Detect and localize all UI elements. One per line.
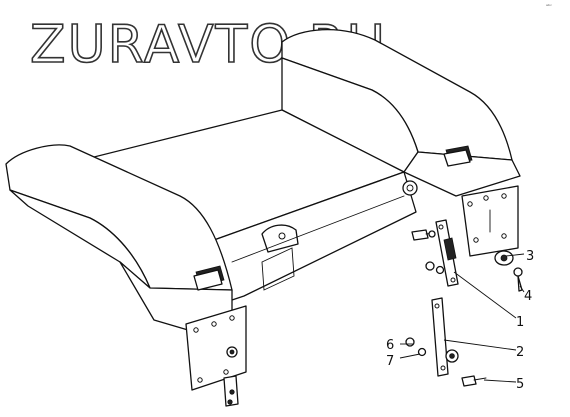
right-mounting-plate: [461, 185, 519, 257]
callout-2: 2: [516, 345, 524, 360]
washer-7: [417, 347, 427, 357]
bushing: [494, 250, 514, 266]
right-mudguard: [281, 28, 521, 197]
screw-4: [513, 267, 523, 292]
nut-washer-upper: [425, 261, 445, 275]
upper-bracket: [435, 219, 459, 287]
left-mounting-plate: [185, 305, 247, 407]
leader-lines: [399, 253, 525, 383]
bracket-bolt-upper: [411, 229, 436, 241]
callout-7: 7: [386, 354, 394, 369]
lower-bracket: [431, 297, 459, 377]
callout-5: 5: [516, 377, 524, 392]
callout-1: 1: [516, 315, 524, 330]
bolt-5: [461, 375, 487, 387]
corner-mark: ᵃᵇᶜ: [546, 4, 552, 10]
left-mudguard: [5, 144, 233, 331]
callout-4: 4: [524, 289, 532, 304]
callout-6: 6: [386, 338, 394, 353]
nut-6: [405, 337, 415, 347]
cross-box: [49, 109, 418, 301]
callout-3: 3: [526, 249, 534, 264]
